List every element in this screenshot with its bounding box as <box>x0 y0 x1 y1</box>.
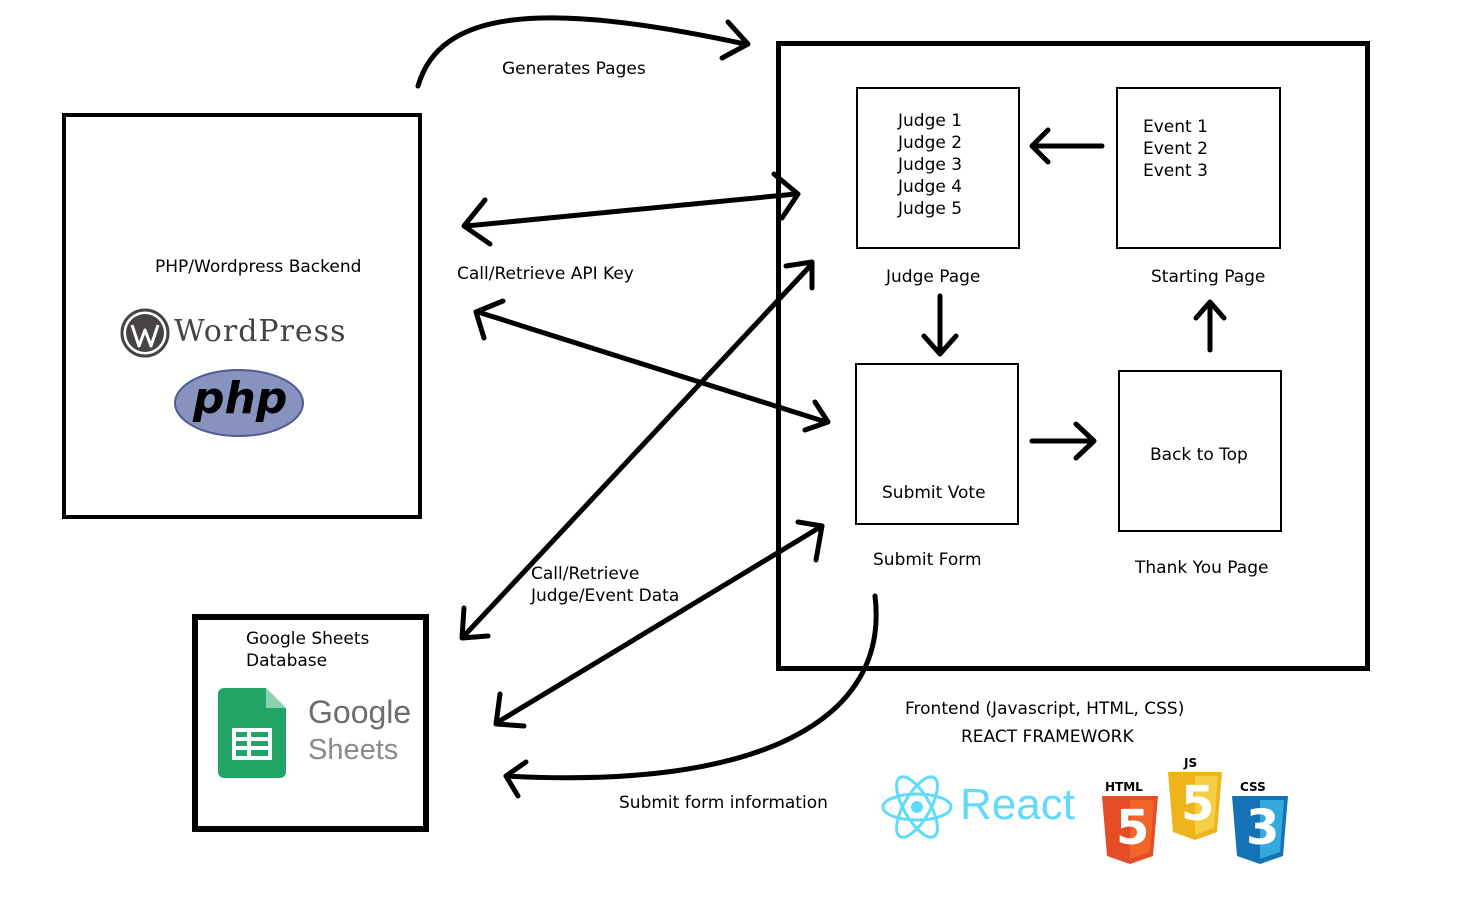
html5-shield-icon <box>1102 796 1158 864</box>
js-logo: JS 5 <box>1166 756 1224 842</box>
submit-form-caption: Submit Form <box>873 550 982 570</box>
backend-label: PHP/Wordpress Backend <box>155 257 362 277</box>
arrowhead-sheets-judge-top <box>783 259 815 291</box>
database-label-line1: Google Sheets <box>246 629 370 649</box>
judge-item[interactable]: Judge 3 <box>898 155 963 175</box>
thankyou-page-box <box>1118 370 1282 532</box>
label-judge-event-data-line1: Call/Retrieve <box>531 564 640 584</box>
judge-item[interactable]: Judge 5 <box>898 199 963 219</box>
database-box <box>192 614 429 832</box>
arrow-backend-submit <box>475 309 829 425</box>
arrow-sheets-judge <box>461 261 815 639</box>
starting-page-box <box>1116 87 1281 249</box>
arrowhead-judge-to-submit <box>921 333 959 357</box>
arrowhead-start-to-judge <box>1029 127 1051 165</box>
html5-number: 5 <box>1116 800 1150 856</box>
arrow-generates-pages <box>415 15 748 89</box>
sheets-wordmark: Sheets <box>308 734 399 766</box>
js-label: JS <box>1184 756 1198 770</box>
arrowhead-backend-submit-right <box>802 399 831 433</box>
arrowhead-api-key-right <box>771 171 801 221</box>
judge-list: Judge 1 Judge 2 Judge 3 Judge 4 Judge 5 <box>898 110 962 220</box>
wordpress-wordmark: WordPress <box>174 314 347 349</box>
back-to-top-button[interactable]: Back to Top <box>1150 445 1248 465</box>
frontend-label: Frontend (Javascript, HTML, CSS) <box>905 699 1185 719</box>
js-shield-icon <box>1168 772 1222 840</box>
css3-label: CSS <box>1240 780 1266 794</box>
sheets-icon <box>218 688 286 778</box>
css3-shield-icon <box>1232 796 1288 864</box>
arrow-api-key <box>463 191 799 229</box>
arrowhead-sheets-submit-top <box>795 519 825 563</box>
js-number: 5 <box>1181 776 1215 832</box>
judge-item[interactable]: Judge 2 <box>898 133 963 153</box>
wordpress-icon <box>120 308 170 358</box>
google-wordmark: Google <box>308 694 412 730</box>
arrowhead-submit-to-thanks <box>1073 421 1097 461</box>
judge-page-caption: Judge Page <box>886 267 981 287</box>
php-logo: php <box>173 368 305 438</box>
event-item[interactable]: Event 3 <box>1143 161 1208 181</box>
database-label-line2: Database <box>246 651 328 671</box>
label-submit-info: Submit form information <box>619 793 828 813</box>
react-logo: React <box>880 772 1080 844</box>
arrowhead-sheets-submit-bottom <box>493 691 527 729</box>
css3-number: 3 <box>1246 800 1280 856</box>
framework-label: REACT FRAMEWORK <box>961 727 1134 747</box>
arrowhead-sheets-judge-bottom <box>459 605 491 641</box>
arrowhead-api-key-left <box>461 197 493 247</box>
label-judge-event-data-line2: Judge/Event Data <box>531 586 680 606</box>
judge-item[interactable]: Judge 1 <box>898 111 963 131</box>
event-item[interactable]: Event 1 <box>1143 117 1208 137</box>
frontend-box <box>776 41 1370 671</box>
arrowhead-submit-info <box>503 759 529 799</box>
arrowhead-backend-submit-left <box>473 298 506 341</box>
arrowhead-generates-pages <box>719 19 751 61</box>
starting-page-caption: Starting Page <box>1151 267 1266 287</box>
html5-logo: HTML 5 <box>1100 780 1160 864</box>
label-judge-event-data: Call/Retrieve Judge/Event Data <box>531 563 679 607</box>
react-wordmark: React <box>960 780 1075 829</box>
arrow-sheets-submit <box>495 523 825 725</box>
php-wordmark: php <box>193 373 288 424</box>
arrowhead-thanks-to-start <box>1193 299 1227 321</box>
event-list: Event 1 Event 2 Event 3 <box>1143 116 1208 182</box>
submit-form-box <box>855 363 1019 525</box>
html5-label: HTML <box>1105 780 1143 794</box>
judge-page-box <box>856 87 1020 249</box>
google-sheets-logo: Google Sheets <box>218 688 418 780</box>
label-api-key: Call/Retrieve API Key <box>457 264 634 284</box>
wordpress-logo: WordPress <box>120 308 370 360</box>
php-elephant-badge <box>174 369 304 437</box>
react-atom-icon <box>881 775 953 839</box>
backend-box <box>62 113 422 519</box>
judge-item[interactable]: Judge 4 <box>898 177 963 197</box>
submit-vote-button[interactable]: Submit Vote <box>882 483 986 503</box>
css3-logo: CSS 3 <box>1230 780 1290 864</box>
thankyou-page-caption: Thank You Page <box>1135 558 1269 578</box>
database-label: Google Sheets Database <box>246 628 369 672</box>
arrow-submit-info <box>503 593 879 781</box>
label-generates-pages: Generates Pages <box>502 59 646 79</box>
event-item[interactable]: Event 2 <box>1143 139 1208 159</box>
